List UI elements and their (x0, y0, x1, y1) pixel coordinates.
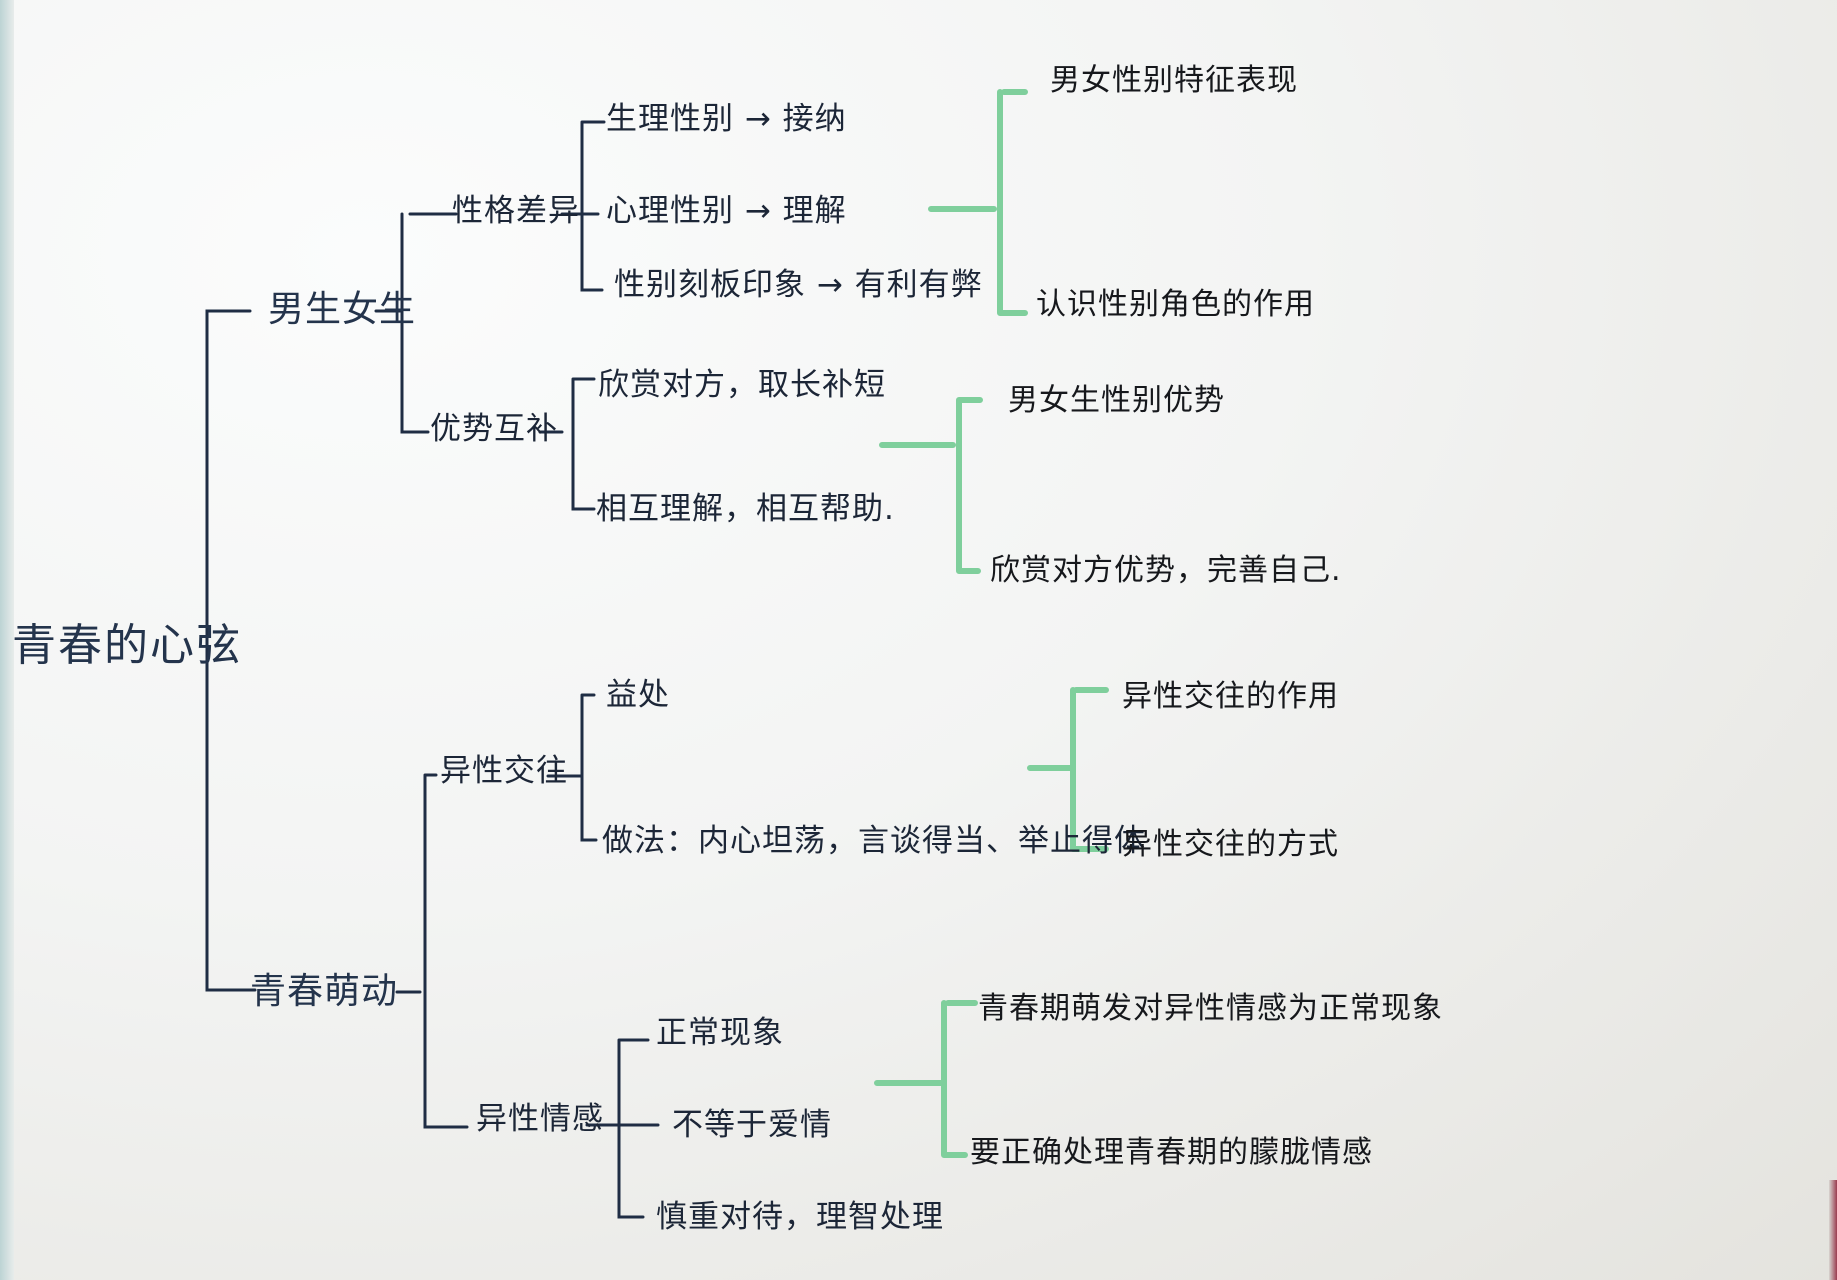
summary-mengfa: 青春期萌发对异性情感为正常现象 (978, 991, 1443, 1026)
summary-wanshan: 欣赏对方优势，完善自己. (990, 553, 1342, 588)
summary-bracket-4 (874, 1000, 978, 1158)
leaf-xianghu: 相互理解，相互帮助. (596, 491, 895, 527)
leaf-budengyu: 不等于爱情 (672, 1107, 832, 1143)
branch-2-bracket (395, 773, 469, 1129)
branch-1-bracket (374, 212, 458, 434)
branch-qingchunmengdong: 青春萌动 (250, 971, 399, 1012)
xingge-bracket (560, 120, 606, 292)
summary-zhengque: 要正确处理青春期的朦胧情感 (970, 1135, 1373, 1170)
root-bracket (205, 309, 257, 992)
youshi-bracket (538, 377, 596, 511)
summary-fangshi: 异性交往的方式 (1122, 827, 1339, 862)
leaf-xinli: 心理性别 → 理解 (606, 193, 847, 229)
mindmap-root: 青春的心弦 (12, 620, 242, 671)
summary-bracket-1 (928, 89, 1028, 316)
node-xinggechayi: 性格差异 (452, 193, 580, 229)
leaf-shengli: 生理性别 → 接纳 (606, 101, 847, 137)
leaf-yichu: 益处 (606, 677, 670, 713)
summary-youshi: 男女生性别优势 (1008, 383, 1225, 418)
summary-tezheng: 男女性别特征表现 (1050, 63, 1298, 98)
leaf-xinshang: 欣赏对方，取长补短 (598, 367, 886, 403)
page-corner-edge (1829, 1180, 1837, 1280)
jiaowang-bracket (546, 693, 598, 842)
leaf-kebanyinxiang: 性别刻板印象 → 有利有弊 (614, 267, 983, 303)
summary-bracket-2 (879, 397, 983, 574)
leaf-zhengchang: 正常现象 (656, 1015, 784, 1051)
leaf-zuofa: 做法：内心坦荡，言谈得当、举止得体 (602, 823, 1146, 859)
branch-nannvsheng: 男生女生 (268, 289, 417, 330)
summary-bracket-3 (1027, 687, 1109, 852)
node-youshihubu: 优势互补 (430, 411, 558, 447)
node-yixingqinggan: 异性情感 (476, 1101, 604, 1137)
qinggan-bracket (585, 1038, 660, 1219)
summary-zuoyong: 异性交往的作用 (1122, 679, 1339, 714)
node-yixingjiaowang: 异性交往 (440, 753, 568, 789)
notebook-page-edge (0, 0, 14, 1280)
summary-juese: 认识性别角色的作用 (1036, 287, 1315, 322)
leaf-shenzhong: 慎重对待，理智处理 (656, 1199, 944, 1235)
